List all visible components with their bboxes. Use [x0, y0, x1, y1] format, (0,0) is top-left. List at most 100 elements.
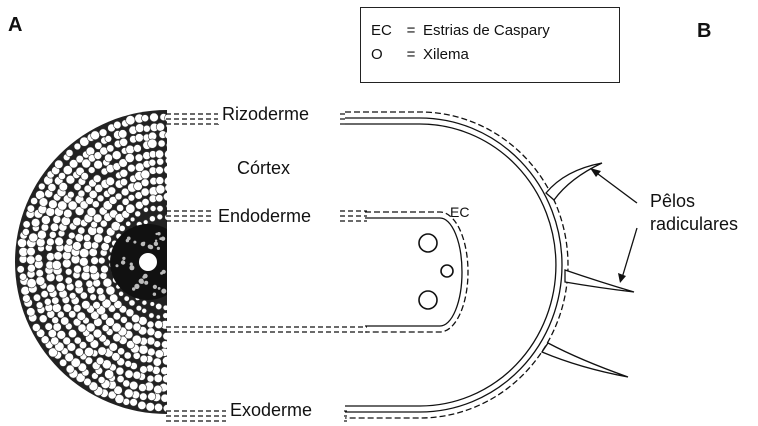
cortex-cell — [165, 132, 172, 139]
cortex-cell — [47, 284, 55, 292]
stele-cell — [153, 285, 157, 289]
cortex-cell — [90, 294, 97, 301]
cortex-cell — [163, 305, 168, 310]
cortex-cell — [147, 337, 155, 345]
cortex-cell — [53, 216, 61, 224]
cortex-cell — [163, 332, 171, 340]
stele-cell — [121, 260, 125, 264]
cortex-cell — [89, 265, 98, 274]
cortex-cell — [156, 185, 165, 194]
cortex-cell — [46, 253, 54, 261]
cortex-cell — [44, 298, 51, 305]
cortex-cell — [37, 230, 46, 239]
cortex-cell — [31, 218, 40, 227]
cortex-cell — [23, 295, 31, 303]
cortex-cell — [94, 234, 103, 243]
cortex-cell — [93, 214, 102, 223]
pointer-arrows — [594, 171, 637, 278]
stele-cell — [133, 241, 136, 244]
cortex-cell — [141, 179, 149, 187]
cortex-cell — [138, 401, 146, 409]
cortex-cell — [36, 302, 43, 309]
stele-cell — [130, 263, 133, 266]
cortex-cell — [156, 166, 164, 174]
cortex-cell — [163, 375, 171, 383]
cortex-cell — [63, 304, 72, 313]
cortex-cell — [161, 394, 169, 402]
cortex-cell — [136, 305, 142, 311]
cortex-cell — [165, 214, 171, 220]
cortex-cell — [48, 183, 56, 191]
stele-cell — [157, 247, 160, 250]
cortex-cell — [77, 312, 86, 321]
cortex-cell — [115, 193, 122, 200]
cortex-cell — [56, 274, 64, 282]
cortex-cell — [149, 313, 154, 318]
cortex-cell — [52, 297, 59, 304]
label-caspary-strips: EC — [446, 202, 473, 222]
cortex-cell — [157, 205, 163, 211]
cortex-cell — [36, 269, 44, 277]
cortex-cell — [96, 227, 103, 234]
cortex-cell — [130, 398, 138, 406]
cortex-cell — [101, 243, 109, 251]
cortex-cell — [27, 308, 36, 317]
cortex-cell — [79, 257, 88, 266]
cortex-cell — [68, 329, 76, 337]
exoderme-outline — [345, 124, 556, 406]
label-endoderme: Endoderme — [214, 206, 315, 226]
cortex-cell — [142, 300, 147, 305]
cortex-cell — [126, 309, 134, 317]
cortex-cell — [59, 183, 68, 192]
cortex-cell — [126, 204, 135, 213]
central-xylem — [138, 252, 158, 272]
cortex-cell — [105, 154, 113, 162]
cortex-cell — [156, 303, 162, 309]
cortex-cell — [47, 238, 55, 246]
cortex-cell — [162, 357, 171, 366]
cortex-cell — [114, 121, 122, 129]
cortex-cell — [135, 134, 143, 142]
cortex-cell — [166, 204, 171, 209]
cortex-cell — [52, 304, 61, 313]
cortex-cell — [98, 377, 105, 384]
cortex-cell — [45, 323, 53, 331]
cortex-cell — [84, 347, 93, 356]
label-root-hairs-line2: radiculares — [646, 214, 742, 234]
cortex-cell — [129, 381, 138, 390]
cortex-cell — [66, 149, 73, 156]
cortex-cell — [139, 345, 148, 354]
cortex-cell — [53, 323, 61, 331]
cortex-cell — [38, 183, 45, 190]
cortex-cell — [83, 234, 90, 241]
label-cortex: Córtex — [233, 158, 294, 178]
cortex-cell — [66, 239, 73, 246]
cortex-cell — [163, 313, 169, 319]
cortex-cell — [94, 160, 103, 169]
cortex-cell — [143, 207, 148, 212]
cortex-cell — [69, 292, 76, 299]
cortex-cell — [140, 366, 148, 374]
cortex-cell — [74, 143, 81, 150]
cortex-cell — [135, 211, 141, 217]
cortex-cell — [142, 198, 149, 205]
cortex-cell — [117, 204, 124, 211]
cortex-cell — [55, 237, 64, 246]
stele-cell — [116, 264, 119, 267]
arrow-head — [618, 273, 626, 283]
cortex-cell — [161, 367, 169, 375]
cortex-cell — [68, 191, 75, 198]
stele-cell — [161, 289, 166, 294]
cortex-cell — [116, 367, 124, 375]
cortex-cell — [142, 115, 149, 122]
cortex-cell — [118, 348, 125, 355]
xylem-vessel — [419, 234, 437, 252]
label-exoderme: Exoderme — [226, 400, 316, 420]
cortex-cell — [147, 321, 154, 328]
cortex-cell — [119, 225, 125, 231]
cortex-cell — [104, 235, 112, 243]
cortex-cell — [39, 198, 48, 207]
cortex-cell — [166, 141, 174, 149]
cortex-cell — [30, 197, 37, 204]
cortex-cell — [54, 252, 62, 260]
